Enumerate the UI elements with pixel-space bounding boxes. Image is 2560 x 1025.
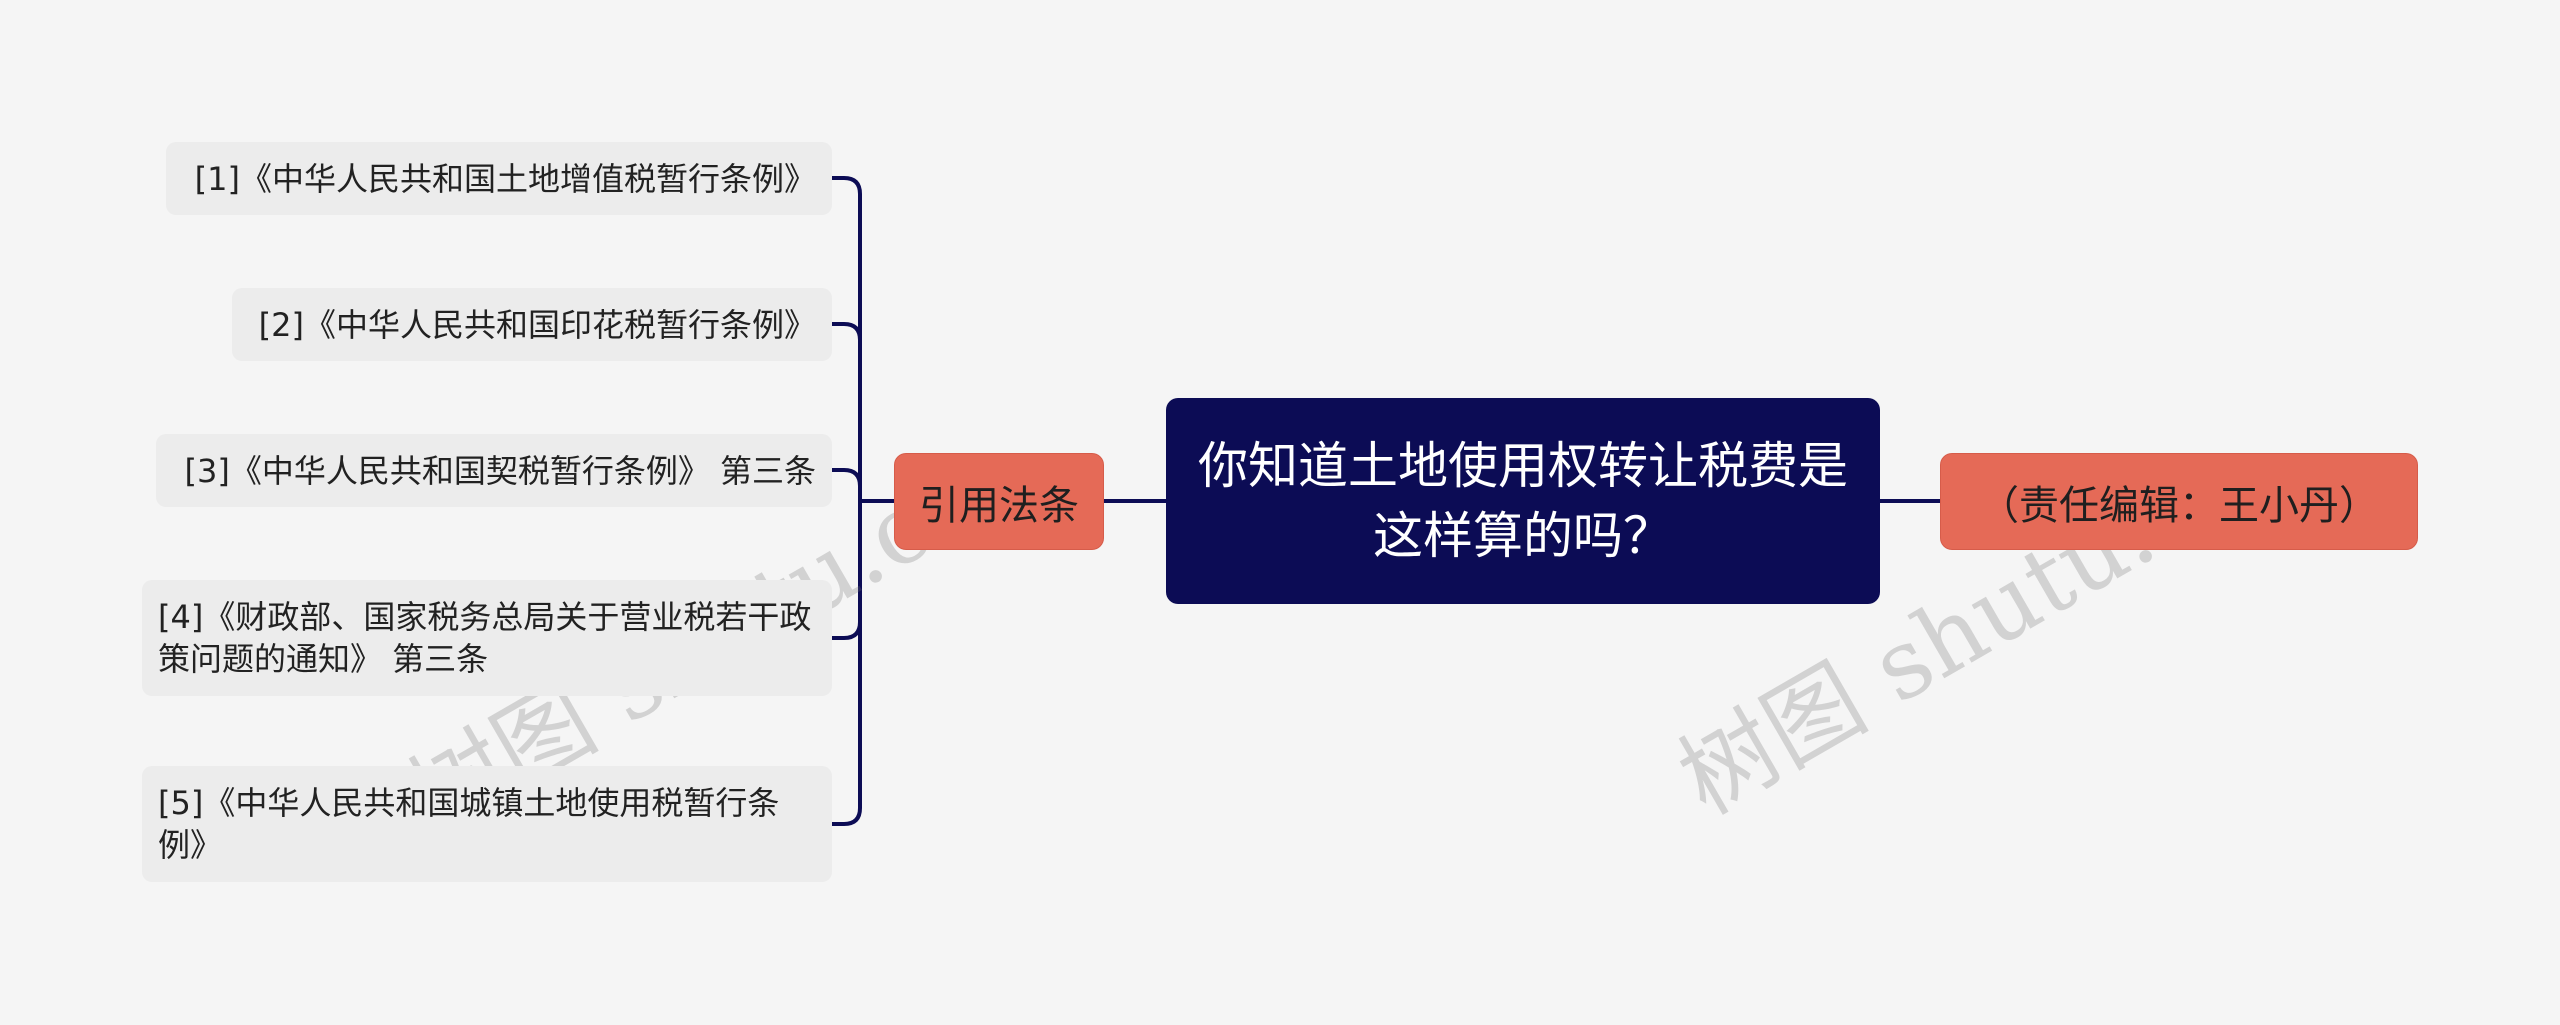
connector-leaf-5 xyxy=(830,620,862,826)
leaf-law-4[interactable]: [4]《财政部、国家税务总局关于营业税若干政策问题的通知》 第三条 xyxy=(142,580,832,696)
leaf-law-2[interactable]: [2]《中华人民共和国印花税暂行条例》 xyxy=(232,288,832,361)
branch-cited-laws-label: 引用法条 xyxy=(919,482,1079,529)
leaf-law-5-label: [5]《中华人民共和国城镇土地使用税暂行条例》 xyxy=(158,784,780,864)
root-topic-label: 你知道土地使用权转让税费是这样算的吗？ xyxy=(1198,437,1848,565)
leaf-law-2-label: [2]《中华人民共和国印花税暂行条例》 xyxy=(258,305,816,344)
connector-leaf-2 xyxy=(830,322,862,342)
leaf-law-4-label: [4]《财政部、国家税务总局关于营业税若干政策问题的通知》 第三条 xyxy=(158,598,812,678)
leaf-law-1[interactable]: [1]《中华人民共和国土地增值税暂行条例》 xyxy=(166,142,832,215)
leaf-law-3-label: [3]《中华人民共和国契税暂行条例》 第三条 xyxy=(184,451,816,490)
connector-leaf-3 xyxy=(830,468,862,488)
root-topic[interactable]: 你知道土地使用权转让税费是这样算的吗？ xyxy=(1166,398,1880,604)
connector-leaf-4 xyxy=(830,499,862,640)
branch-editor[interactable]: （责任编辑：王小丹） xyxy=(1940,453,2418,550)
leaf-law-1-label: [1]《中华人民共和国土地增值税暂行条例》 xyxy=(194,159,816,198)
branch-cited-laws[interactable]: 引用法条 xyxy=(894,453,1104,550)
connector-leaf-1 xyxy=(830,176,862,503)
branch-editor-label: （责任编辑：王小丹） xyxy=(1979,482,2379,529)
leaf-law-5[interactable]: [5]《中华人民共和国城镇土地使用税暂行条例》 xyxy=(142,766,832,882)
leaf-law-3[interactable]: [3]《中华人民共和国契税暂行条例》 第三条 xyxy=(156,434,832,507)
